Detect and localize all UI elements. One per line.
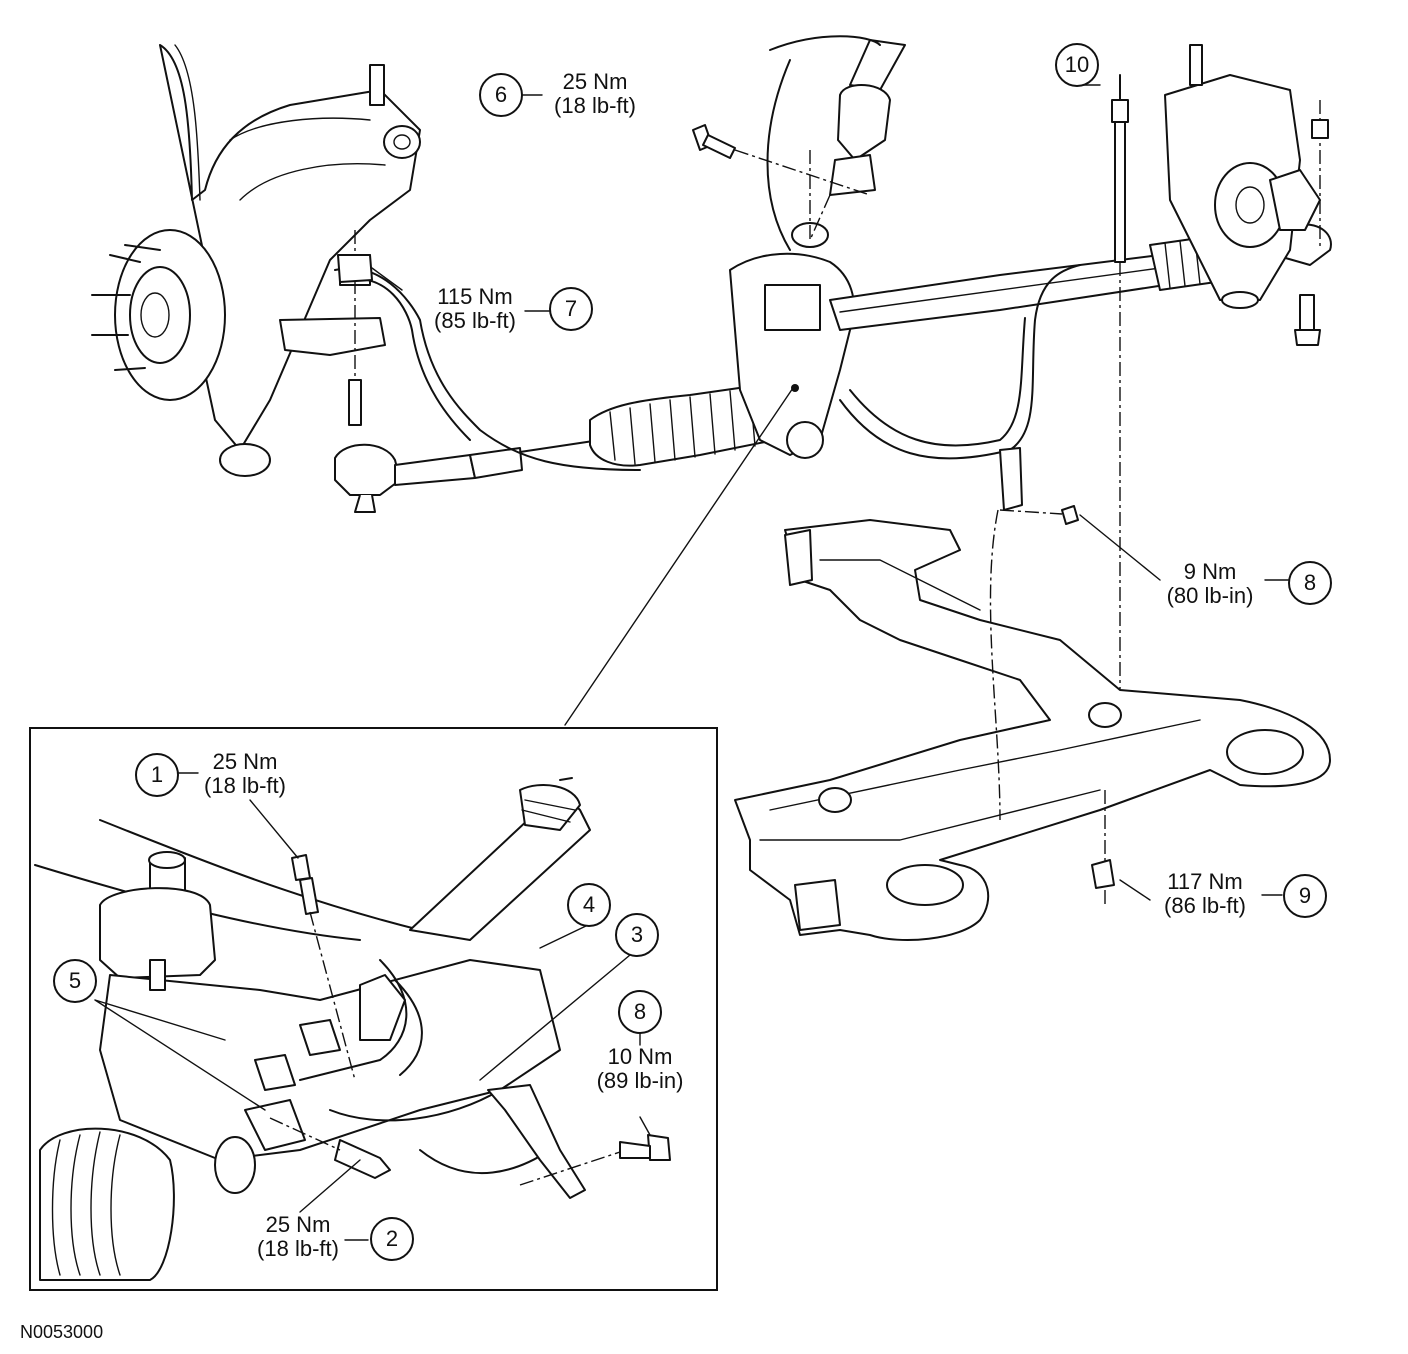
torque-1: 25 Nm (18 lb-ft) bbox=[190, 750, 300, 798]
callout-4: 4 bbox=[567, 883, 611, 927]
stabilizer-bar-right bbox=[839, 264, 1081, 460]
torque-8-main-imperial: (80 lb-in) bbox=[1166, 583, 1254, 608]
left-wheel-hub bbox=[91, 229, 271, 477]
callout-6: 6 bbox=[479, 73, 523, 117]
torque-8-inset: 10 Nm (89 lb-in) bbox=[580, 1045, 700, 1093]
torque-2: 25 Nm (18 lb-ft) bbox=[243, 1213, 353, 1261]
callout-8-main: 8 bbox=[1288, 561, 1332, 605]
callout-1: 1 bbox=[135, 753, 179, 797]
callout-8-inset: 8 bbox=[618, 990, 662, 1034]
rack-tube bbox=[829, 254, 1166, 331]
torque-7-nm: 115 Nm bbox=[437, 284, 513, 309]
intermediate-shaft bbox=[809, 39, 906, 241]
callout-7: 7 bbox=[549, 287, 593, 331]
torque-9-nm: 117 Nm bbox=[1167, 869, 1243, 894]
callout-9: 9 bbox=[1283, 874, 1327, 918]
torque-6: 25 Nm (18 lb-ft) bbox=[540, 70, 650, 118]
callout-10: 10 bbox=[1055, 43, 1099, 87]
torque-2-imperial: (18 lb-ft) bbox=[257, 1236, 339, 1261]
torque-9: 117 Nm (86 lb-ft) bbox=[1145, 870, 1265, 918]
callout-3: 3 bbox=[615, 913, 659, 957]
callout-5: 5 bbox=[53, 959, 97, 1003]
torque-8-inset-nm: 10 Nm bbox=[607, 1044, 673, 1069]
right-steering-knuckle bbox=[1164, 44, 1321, 309]
torque-7-imperial: (85 lb-ft) bbox=[434, 308, 516, 333]
torque-8-inset-imperial: (89 lb-in) bbox=[596, 1068, 684, 1093]
torque-8-main-nm: 9 Nm bbox=[1183, 559, 1237, 584]
bolt-8-main bbox=[999, 505, 1079, 525]
front-subframe bbox=[734, 509, 1331, 941]
torque-7: 115 Nm (85 lb-ft) bbox=[415, 285, 535, 333]
torque-9-imperial: (86 lb-ft) bbox=[1164, 893, 1246, 918]
pressure-line bbox=[766, 59, 791, 251]
left-steering-knuckle bbox=[159, 44, 421, 451]
torque-1-nm: 25 Nm bbox=[212, 749, 278, 774]
bolt-6 bbox=[692, 124, 871, 196]
bolt-10 bbox=[1111, 74, 1129, 700]
figure-id: N0053000 bbox=[20, 1322, 104, 1342]
stabilizer-bar-left bbox=[334, 267, 641, 471]
inset-art bbox=[34, 777, 671, 1281]
callout-2: 2 bbox=[370, 1217, 414, 1261]
torque-6-imperial: (18 lb-ft) bbox=[554, 93, 636, 118]
nut-9 bbox=[1091, 790, 1115, 905]
leader-lines-main bbox=[371, 84, 1289, 901]
steering-gear-housing bbox=[729, 150, 855, 459]
torque-8-main: 9 Nm (80 lb-in) bbox=[1150, 560, 1270, 608]
torque-6-nm: 25 Nm bbox=[562, 69, 628, 94]
nut-7 bbox=[337, 254, 373, 283]
torque-2-nm: 25 Nm bbox=[265, 1212, 331, 1237]
leader-lines-inset bbox=[94, 772, 651, 1241]
torque-1-imperial: (18 lb-ft) bbox=[204, 773, 286, 798]
left-tie-rod-end bbox=[334, 439, 601, 513]
